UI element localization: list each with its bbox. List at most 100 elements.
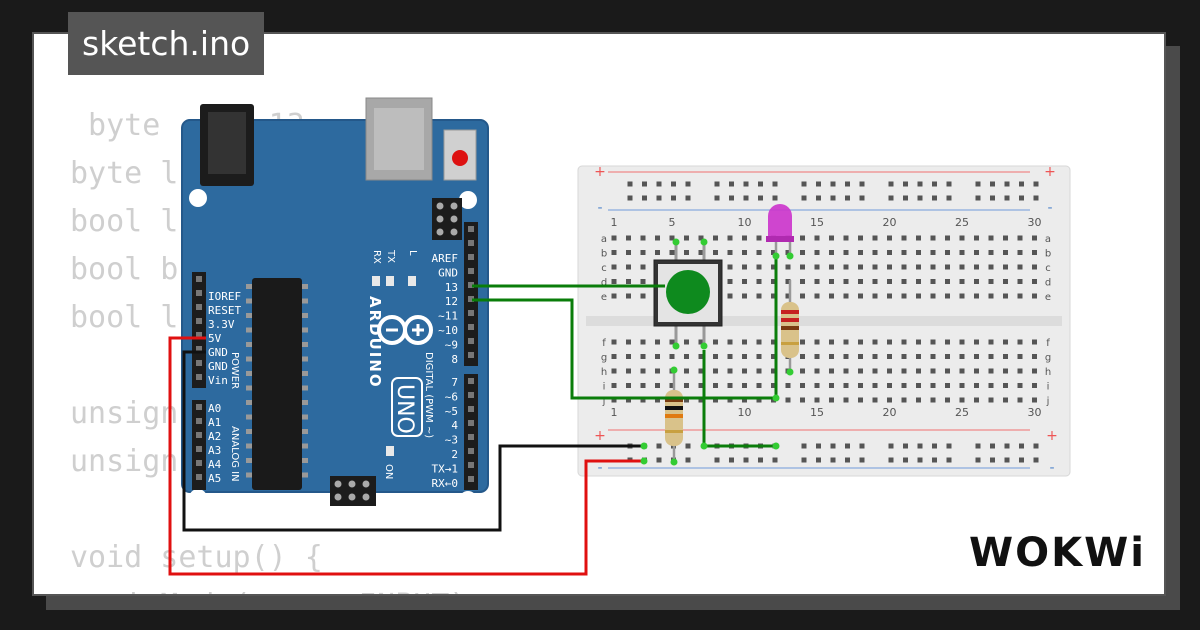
power-pin-label: Vin: [208, 374, 228, 387]
row-label: j: [1046, 396, 1050, 407]
power-pin-label: 3.3V: [208, 318, 235, 331]
column-number: 30: [1028, 406, 1042, 419]
code-line: byte l: [70, 156, 179, 191]
digital-pin-label: RX←0: [432, 477, 459, 490]
model-label: UNO: [392, 384, 417, 434]
rail-sign: +: [1046, 428, 1058, 444]
button-cap[interactable]: [666, 270, 710, 314]
mount-hole: [189, 489, 207, 507]
arduino-logo-icon: [377, 315, 433, 345]
power-pin-label: GND: [208, 346, 228, 359]
column-number: 10: [738, 406, 752, 419]
digital-pin-label: 12: [445, 295, 458, 308]
row-label: b: [601, 249, 607, 260]
row-label: g: [601, 353, 607, 364]
row-label: e: [601, 292, 607, 303]
breadboard-holes: [611, 181, 1039, 463]
column-number: 1: [611, 216, 618, 229]
column-number: 15: [810, 406, 824, 419]
board-led-label: RX: [371, 250, 382, 264]
rail-sign: -: [1049, 460, 1054, 476]
wire-pin12: [472, 254, 778, 400]
board-led-label: TX: [385, 249, 396, 263]
connection-dots: [640, 238, 794, 466]
rail-sign: +: [594, 164, 606, 180]
digital-pin-label: ~11: [438, 310, 458, 323]
digital-header-bottom: [464, 374, 478, 490]
power-pin-label: 5V: [208, 332, 222, 345]
row-label: h: [1045, 367, 1051, 378]
digital-header-top: [464, 222, 478, 366]
row-label: i: [603, 382, 606, 393]
push-button[interactable]: [653, 242, 723, 346]
row-label: i: [1047, 382, 1050, 393]
analog-header: [192, 400, 206, 490]
code-line: void setup() {: [70, 540, 323, 575]
digital-pin-label: 2: [451, 448, 458, 461]
digital-pin-label: ~5: [445, 405, 458, 418]
digital-pin-label: GND: [438, 266, 458, 279]
wire-5v: [168, 336, 644, 576]
row-label: a: [1045, 234, 1051, 245]
wire-gnd: [182, 350, 644, 532]
row-label: g: [1045, 353, 1051, 364]
file-tab[interactable]: sketch.ino: [68, 12, 265, 75]
column-number: 10: [738, 216, 752, 229]
digital-pin-label: ~9: [445, 338, 458, 351]
row-label: c: [601, 263, 607, 274]
analog-pin-label: A5: [208, 472, 221, 485]
digital-pin-label: ~10: [438, 324, 458, 337]
digital-pin-label: AREF: [432, 252, 459, 265]
rail-sign: +: [1044, 164, 1056, 180]
row-label: c: [1045, 263, 1051, 274]
digital-pin-label: ~3: [445, 434, 458, 447]
row-label: f: [1046, 338, 1050, 349]
column-number: 20: [883, 216, 897, 229]
column-number: 15: [810, 216, 824, 229]
resistor-button: [665, 370, 683, 462]
digital-pin-label: 13: [445, 281, 458, 294]
analog-pin-label: A2: [208, 430, 221, 443]
mount-hole: [459, 491, 477, 509]
rail-sign: -: [597, 200, 602, 216]
rail-sign: -: [597, 460, 602, 476]
row-label: e: [1045, 292, 1051, 303]
code-line: bool l: [70, 204, 179, 239]
row-label: j: [602, 396, 606, 407]
code-line: pinMode( , INPUT);: [70, 582, 485, 594]
analog-pin-label: A4: [208, 458, 222, 471]
brand-label: ARDUINO: [366, 296, 384, 389]
mount-hole: [189, 189, 207, 207]
analog-pin-label: A3: [208, 444, 221, 457]
resistor-led: [781, 280, 799, 372]
board-led-label: L: [407, 250, 418, 256]
power-pin-label: IOREF: [208, 290, 241, 303]
power-pin-label: GND: [208, 360, 228, 373]
breadboard: 115510101515202025253030aabbccddeeffgghh…: [577, 164, 1071, 477]
microcontroller-chip: [252, 278, 302, 490]
analog-pin-label: A1: [208, 416, 221, 429]
row-label: h: [601, 367, 607, 378]
digital-pin-label: 4: [451, 419, 458, 432]
power-pin-label: RESET: [208, 304, 241, 317]
digital-pin-label: 8: [451, 353, 458, 366]
column-number: 5: [669, 216, 676, 229]
row-label: d: [1045, 278, 1051, 289]
row-label: f: [602, 338, 606, 349]
column-number: 30: [1028, 216, 1042, 229]
on-label: ON: [383, 464, 394, 479]
power-header: [192, 272, 206, 388]
analog-label: ANALOG IN: [229, 426, 240, 482]
mount-hole: [459, 191, 477, 209]
column-number: 25: [955, 406, 969, 419]
rail-sign: +: [594, 428, 606, 444]
rail-sign: -: [1047, 200, 1052, 216]
row-label: a: [601, 234, 607, 245]
row-label: d: [601, 278, 607, 289]
digital-pin-label: 7: [451, 376, 458, 389]
power-label: POWER: [229, 352, 240, 389]
column-number: 20: [883, 406, 897, 419]
code-line: bool b: [70, 252, 179, 287]
wokwi-logo: WOKWi: [969, 530, 1146, 576]
